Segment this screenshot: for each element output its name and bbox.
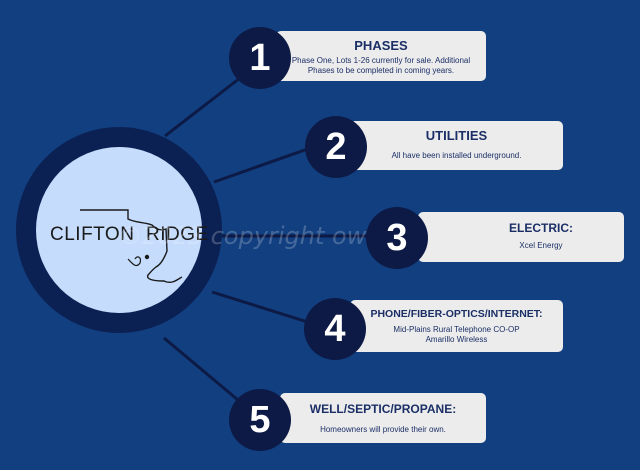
logo-word-clifton: CLIFTON <box>50 224 135 245</box>
connector-line-2 <box>213 144 317 184</box>
connector-line-5 <box>163 336 239 402</box>
step-badge-2: 2 <box>305 116 367 178</box>
step-card-5: WELL/SEPTIC/PROPANE: Homeowners will pro… <box>280 393 486 443</box>
step-badge-5: 5 <box>229 389 291 451</box>
step-badge-4: 4 <box>304 298 366 360</box>
step-card-1: PHASES Phase One, Lots 1-26 currently fo… <box>276 31 486 81</box>
connector-line-1 <box>164 76 241 138</box>
step-title: PHONE/FIBER-OPTICS/INTERNET: <box>370 308 543 320</box>
texas-outline-icon <box>80 209 183 284</box>
logo-word-ridge: RIDGE <box>146 224 209 245</box>
step-card-2: UTILITIES All have been installed underg… <box>350 121 563 170</box>
step-desc-line: Xcel Energy <box>519 241 563 250</box>
connector-line-4 <box>211 290 315 326</box>
step-title: PHASES <box>354 38 408 53</box>
step-desc-line: Phase One, Lots 1-26 currently for sale.… <box>291 56 471 65</box>
step-desc-line: Amarillo Wireless <box>425 335 488 344</box>
step-title: UTILITIES <box>425 128 488 143</box>
step-desc-line: Mid-Plains Rural Telephone CO-OP <box>393 325 520 334</box>
step-badge-3: 3 <box>366 207 428 269</box>
step-desc-line: All have been installed underground. <box>391 151 522 160</box>
step-title: WELL/SEPTIC/PROPANE: <box>309 402 457 416</box>
step-card-3: ELECTRIC: Xcel Energy <box>418 212 624 262</box>
step-card-4: PHONE/FIBER-OPTICS/INTERNET: Mid-Plains … <box>350 300 563 352</box>
clifton-ridge-logo: CLIFTON RIDGE <box>36 147 208 313</box>
hub-circle <box>36 147 202 313</box>
step-title: ELECTRIC: <box>509 221 573 235</box>
step-desc-line: Homeowners will provide their own. <box>320 425 446 434</box>
step-badge-1: 1 <box>229 27 291 89</box>
step-desc-line: Phases to be completed in coming years. <box>307 66 455 75</box>
